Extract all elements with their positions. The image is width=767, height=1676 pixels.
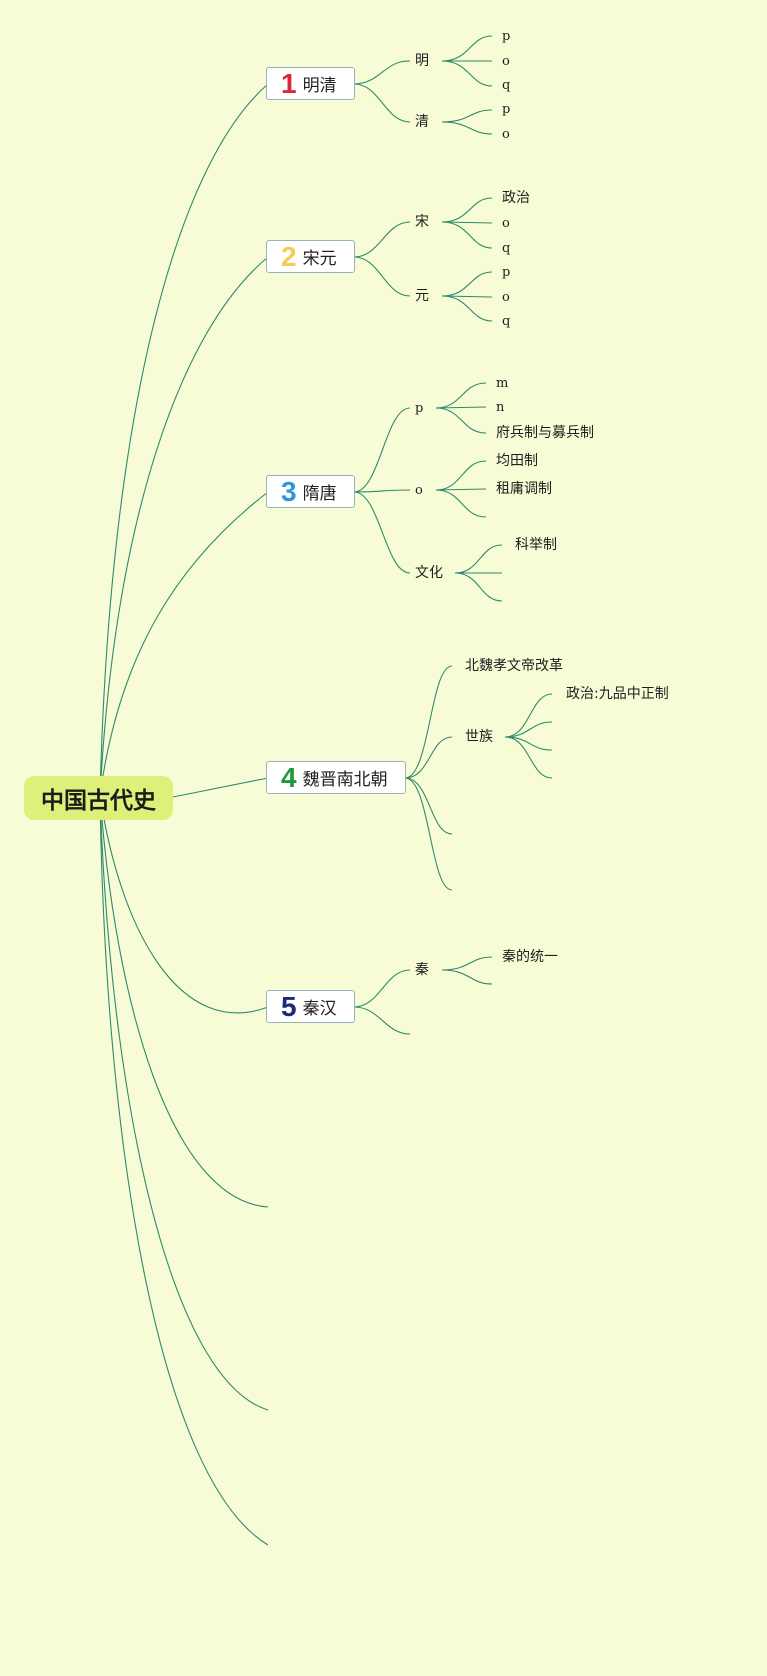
leaf-item[interactable]: q [502, 78, 511, 93]
topic-sui-tang[interactable]: 3 隋唐 [266, 475, 355, 508]
leaf-item[interactable]: 秦的统一 [502, 949, 558, 965]
leaf-item[interactable]: 政治 [502, 190, 530, 206]
leaf-item[interactable]: p [502, 265, 511, 280]
number-3-icon: 3 [281, 475, 297, 507]
subtopic-o[interactable]: o [415, 483, 423, 498]
topic-label: 魏晋南北朝 [302, 770, 388, 790]
topic-label: 宋元 [302, 249, 337, 269]
topic-label: 秦汉 [302, 999, 337, 1019]
leaf-item[interactable]: 租庸调制 [496, 481, 552, 497]
number-1-icon: 1 [281, 67, 297, 99]
topic-qin-han[interactable]: 5 秦汉 [266, 990, 355, 1023]
leaf-item[interactable]: o [502, 54, 510, 69]
leaf-item[interactable]: o [502, 290, 510, 305]
leaf-item[interactable]: o [502, 216, 510, 231]
subtopic-qing[interactable]: 清 [415, 114, 429, 130]
leaf-item[interactable]: p [502, 102, 511, 117]
leaf-item[interactable]: o [502, 127, 510, 142]
leaf-item[interactable]: 政治:九品中正制 [566, 686, 669, 702]
subtopic-culture[interactable]: 文化 [415, 565, 443, 581]
subtopic-ming[interactable]: 明 [415, 53, 429, 69]
topic-wei-jin[interactable]: 4 魏晋南北朝 [266, 761, 406, 794]
number-4-icon: 4 [281, 761, 297, 793]
topic-label: 明清 [302, 76, 337, 96]
subtopic-shizu[interactable]: 世族 [465, 729, 493, 745]
topic-label: 隋唐 [302, 484, 337, 504]
leaf-item[interactable]: q [502, 314, 511, 329]
leaf-item[interactable]: q [502, 241, 511, 256]
subtopic-p[interactable]: p [415, 401, 424, 416]
subtopic-beiwei-reform[interactable]: 北魏孝文帝改革 [465, 658, 563, 674]
leaf-item[interactable]: 均田制 [496, 453, 538, 469]
leaf-item[interactable]: 科举制 [515, 537, 557, 553]
subtopic-qin[interactable]: 秦 [415, 962, 429, 978]
number-2-icon: 2 [281, 240, 297, 272]
topic-ming-qing[interactable]: 1 明清 [266, 67, 355, 100]
leaf-item[interactable]: m [496, 376, 509, 391]
subtopic-yuan[interactable]: 元 [415, 288, 429, 304]
topic-song-yuan[interactable]: 2 宋元 [266, 240, 355, 273]
leaf-item[interactable]: p [502, 29, 511, 44]
leaf-item[interactable]: 府兵制与募兵制 [496, 425, 594, 441]
number-5-icon: 5 [281, 990, 297, 1022]
subtopic-song[interactable]: 宋 [415, 214, 429, 230]
leaf-item[interactable]: n [496, 400, 505, 415]
root-topic[interactable]: 中国古代史 [24, 776, 173, 820]
